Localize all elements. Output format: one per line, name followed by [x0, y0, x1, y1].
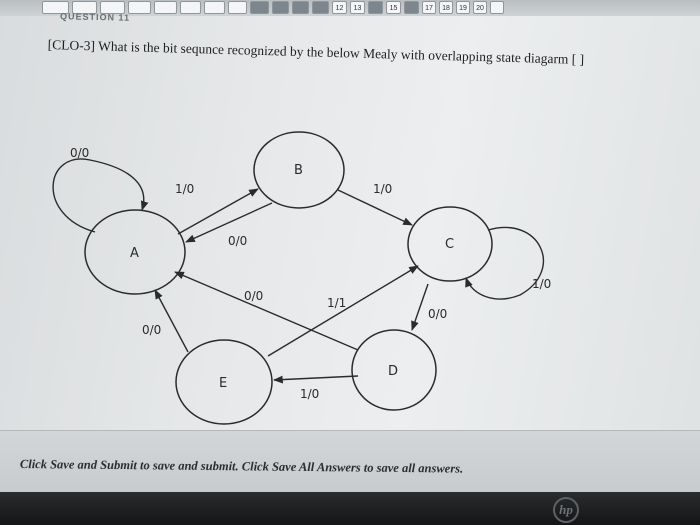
question-nav-button[interactable]: 17: [422, 1, 436, 14]
transition-b-a-arrow: [185, 202, 273, 243]
transition-c-c-arrow: [465, 226, 545, 300]
footer-bar: Click Save and Submit to save and submit…: [0, 430, 700, 493]
state-c-node: [407, 206, 493, 282]
question-nav-button[interactable]: 15: [386, 1, 401, 14]
state-d-label: D: [388, 364, 398, 379]
question-nav-button[interactable]: [128, 1, 151, 14]
question-nav-button[interactable]: [72, 1, 97, 14]
question-nav-button[interactable]: 20: [473, 1, 487, 14]
transition-d-a-arrow: [174, 271, 359, 351]
transition-d-a-label: 0/0: [244, 289, 263, 303]
question-nav-button[interactable]: [100, 1, 125, 14]
question-nav-button[interactable]: [204, 1, 225, 14]
transition-e-c-arrow: [267, 265, 419, 357]
transition-d-e-label: 1/0: [300, 387, 319, 401]
state-a-label: A: [130, 246, 139, 261]
state-e-node: [175, 339, 273, 425]
question-nav-button[interactable]: 13: [350, 1, 365, 14]
transition-a-b-label: 1/0: [175, 182, 194, 196]
transition-d-e-arrow: [273, 375, 359, 384]
question-nav-button[interactable]: [490, 1, 504, 14]
question-nav-button[interactable]: [292, 1, 309, 14]
transition-c-c-label: 1/0: [532, 277, 551, 291]
transition-a-b-arrow: [177, 188, 259, 235]
state-c-label: C: [445, 237, 454, 252]
question-nav-button[interactable]: [250, 1, 269, 14]
question-nav-button[interactable]: [228, 1, 247, 14]
state-a-node: [84, 209, 186, 295]
transition-b-c-arrow: [337, 189, 413, 226]
state-b-label: B: [294, 163, 303, 178]
state-d-node: [351, 329, 437, 411]
transition-e-c-label: 1/1: [327, 296, 346, 310]
transition-a-a-label: 0/0: [70, 146, 89, 160]
monitor-bezel: [0, 492, 700, 525]
question-nav-button[interactable]: [180, 1, 201, 14]
question-nav-button[interactable]: 18: [439, 1, 453, 14]
transition-c-d-label: 0/0: [428, 307, 447, 321]
question-nav-button[interactable]: 19: [456, 1, 470, 14]
transition-e-a-label: 0/0: [142, 323, 161, 337]
footer-instructions: Click Save and Submit to save and submit…: [19, 457, 464, 476]
state-b-node: [253, 131, 345, 209]
question-nav-button[interactable]: [404, 1, 419, 14]
transition-e-a-arrow: [154, 289, 189, 353]
transition-c-d-arrow: [411, 283, 429, 331]
question-nav-button[interactable]: [368, 1, 383, 14]
brand-logo: hp: [553, 497, 579, 523]
state-e-label: E: [219, 376, 227, 391]
transition-a-a-arrow: [52, 158, 149, 233]
question-nav-button[interactable]: 12: [332, 1, 347, 14]
transition-b-a-label: 0/0: [228, 234, 247, 248]
transition-b-c-label: 1/0: [373, 182, 392, 196]
question-nav-button[interactable]: [312, 1, 329, 14]
question-nav-button[interactable]: [42, 1, 69, 14]
question-nav-button[interactable]: [272, 1, 289, 14]
question-nav-button[interactable]: [154, 1, 177, 14]
